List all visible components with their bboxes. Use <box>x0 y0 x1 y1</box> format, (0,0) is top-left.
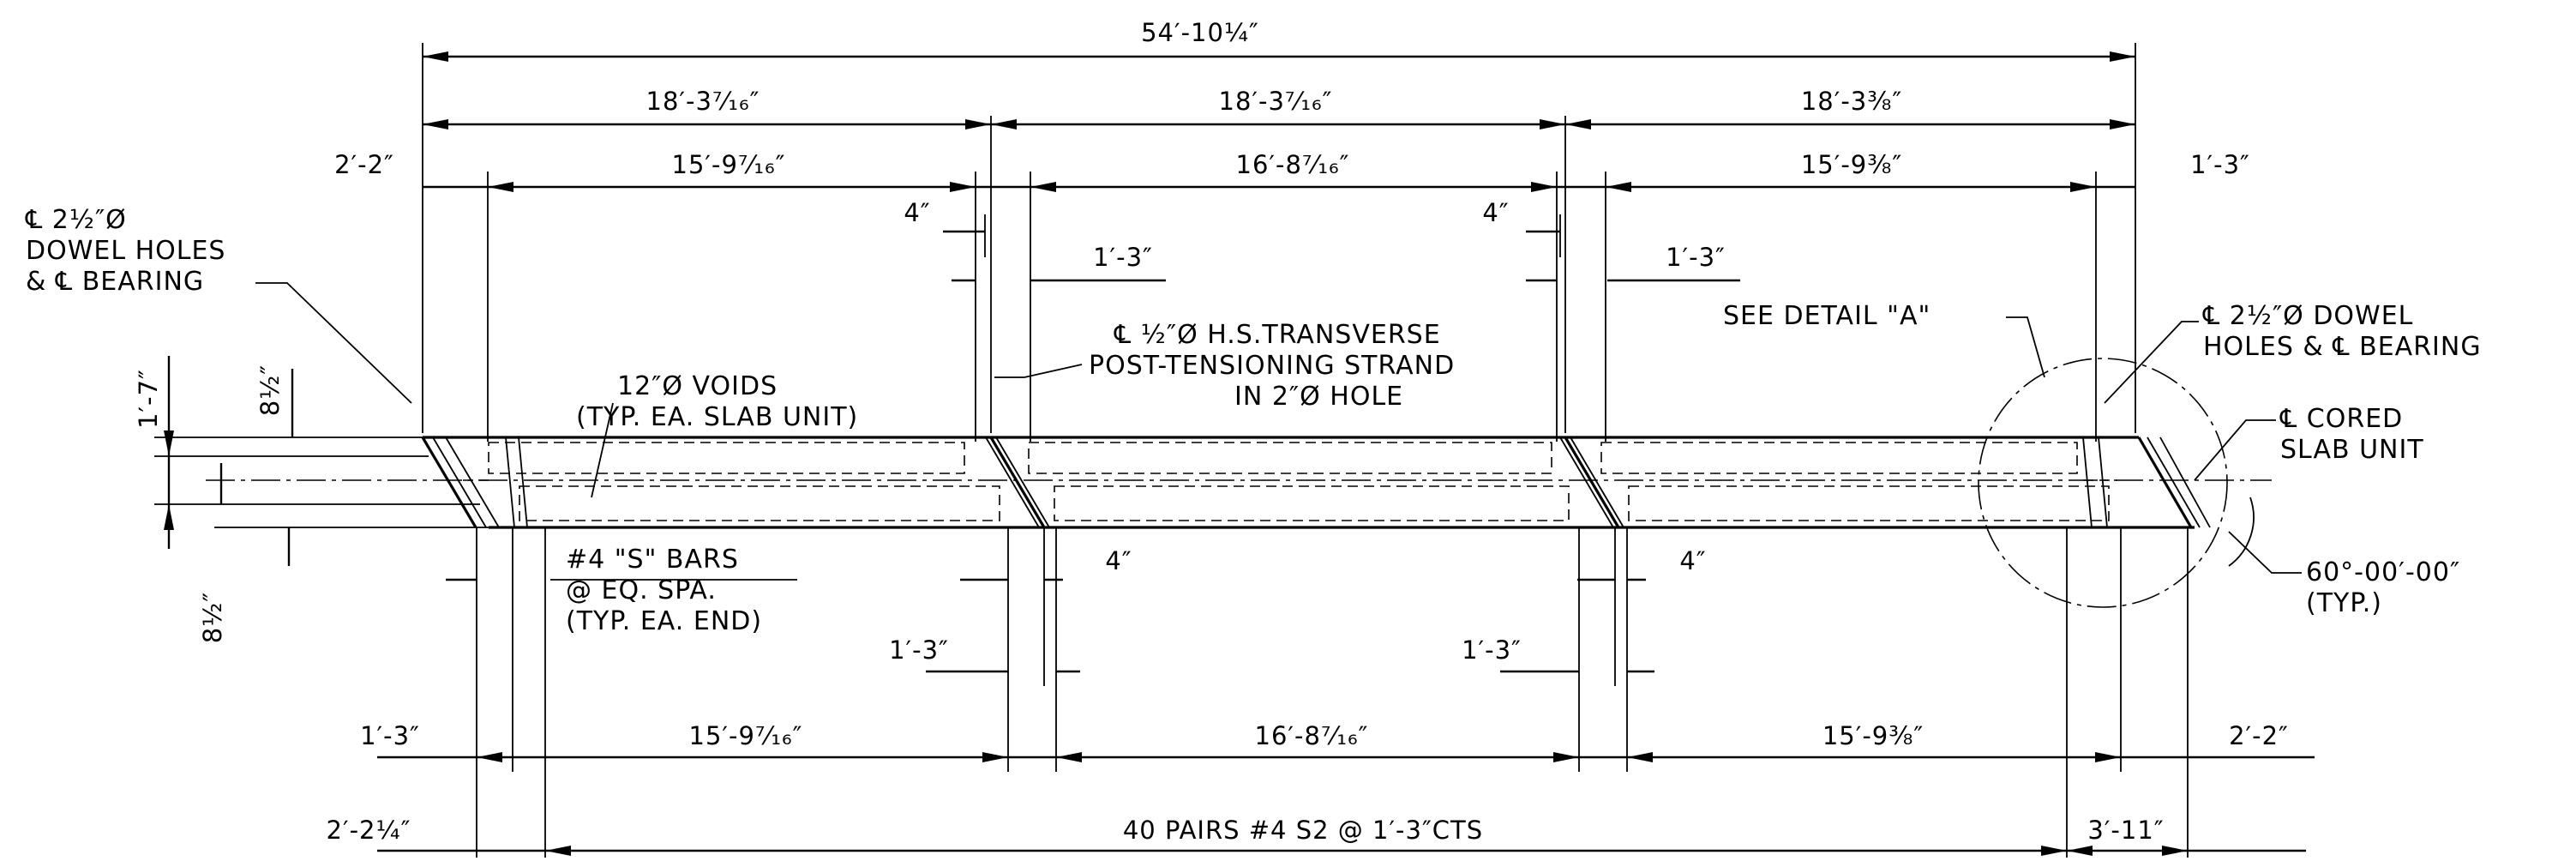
cored-leader <box>2194 419 2276 481</box>
span-3-label: 18′-3⅜″ <box>1801 87 1902 116</box>
s-bars-line-3: (TYP. EA. END) <box>566 606 762 636</box>
bottom-right-2-2-label: 2′-2″ <box>2229 721 2289 750</box>
detail-a-leader <box>2006 316 2045 378</box>
span-1-label: 18′-3⁷⁄₁₆″ <box>646 87 760 116</box>
note-s-bars: #4 "S" BARS @ EQ. SPA. (TYP. EA. END) <box>566 545 762 636</box>
strand-line-2: POST-TENSIONING STRAND <box>1089 351 1455 381</box>
gap-right-1-3-label: 1′-3″ <box>1666 243 1726 272</box>
note-dowel-right: ℄ 2½″Ø DOWEL HOLES & ℄ BEARING <box>2202 301 2482 362</box>
dowel-left-leader <box>255 282 412 404</box>
note-strand: ℄ ½″Ø H.S.TRANSVERSE POST-TENSIONING STR… <box>1089 320 1455 412</box>
dowel-left-line-2: DOWEL HOLES <box>26 236 225 266</box>
dowel-right-line-2: HOLES & ℄ BEARING <box>2203 332 2482 362</box>
strand-line-1: ℄ ½″Ø H.S.TRANSVERSE <box>1114 320 1441 350</box>
detail-a-circle <box>1978 358 2228 608</box>
span-2-label: 18′-3⁷⁄₁₆″ <box>1219 87 1333 116</box>
pairs-s2-label: 40 PAIRS #4 S2 @ 1′-3″CTS <box>1123 816 1483 845</box>
s-bars-line-2: @ EQ. SPA. <box>566 575 717 605</box>
s-bars-line-1: #4 "S" BARS <box>566 545 739 575</box>
bottom-gap2-1-3-label: 1′-3″ <box>1462 635 1522 665</box>
right-end-1-3-label: 1′-3″ <box>2190 150 2250 179</box>
strand-leader <box>994 364 1083 378</box>
dowel-left-line-1: ℄ 2½″Ø <box>25 205 127 235</box>
dowel-left-line-3: & ℄ BEARING <box>26 267 204 297</box>
note-dowel-left: ℄ 2½″Ø DOWEL HOLES & ℄ BEARING <box>25 205 225 297</box>
bottom-gap1-4-label: 4″ <box>1105 546 1132 575</box>
void-1-top-label: 15′-9⁷⁄₁₆″ <box>672 150 786 179</box>
void-2-top-label: 16′-8⁷⁄₁₆″ <box>1236 150 1350 179</box>
void-3-bottom-label: 15′-9⅜″ <box>1822 721 1924 750</box>
void-3-top-label: 15′-9⅜″ <box>1801 150 1902 179</box>
left-end-2-2-label: 2′-2″ <box>334 150 394 179</box>
dowel-right-line-1: ℄ 2½″Ø DOWEL <box>2202 301 2413 331</box>
dimension-lines <box>167 55 2315 852</box>
angle-line-2: (TYP.) <box>2306 588 2382 618</box>
void-2-bottom-label: 16′-8⁷⁄₁₆″ <box>1255 721 1369 750</box>
bottom-right-3-11-label: 3′-11″ <box>2087 816 2164 845</box>
voids-line-2: (TYP. EA. SLAB UNIT) <box>576 402 858 432</box>
gap-right-4-label: 4″ <box>1482 198 1509 227</box>
extension-lines <box>154 43 2189 858</box>
void-1-bottom-label: 15′-9⁷⁄₁₆″ <box>689 721 803 750</box>
depth-1-7-label: 1′-7″ <box>134 369 163 429</box>
bottom-gap2-4-label: 4″ <box>1679 546 1706 575</box>
gap-left-4-label: 4″ <box>904 198 930 227</box>
bottom-gap1-1-3-label: 1′-3″ <box>889 635 949 665</box>
slab-outline <box>421 436 2211 529</box>
angle-leader <box>2228 531 2302 574</box>
bottom-8-half-label: 8½″ <box>198 592 227 643</box>
cored-line-2: SLAB UNIT <box>2280 435 2424 465</box>
strand-line-3: IN 2″Ø HOLE <box>1234 382 1403 412</box>
cored-line-1: ℄ CORED <box>2279 404 2403 434</box>
angle-arc <box>2228 497 2255 567</box>
note-angle: 60°-00′-00″ (TYP.) <box>2306 557 2460 618</box>
dowel-right-leader <box>2104 321 2199 404</box>
bottom-left-1-3-label: 1′-3″ <box>360 721 420 750</box>
note-cored: ℄ CORED SLAB UNIT <box>2279 404 2424 465</box>
bottom-left-2-2-quarter-label: 2′-2¼″ <box>327 816 411 845</box>
gap-left-1-3-label: 1′-3″ <box>1093 243 1153 272</box>
detail-a-note: SEE DETAIL "A" <box>1723 301 1930 331</box>
angle-line-1: 60°-00′-00″ <box>2306 557 2460 587</box>
note-voids: 12″Ø VOIDS (TYP. EA. SLAB UNIT) <box>576 371 858 432</box>
voids-leader <box>591 402 614 498</box>
voids-line-1: 12″Ø VOIDS <box>617 371 778 401</box>
slab-voids <box>463 442 2117 521</box>
arrowheads <box>164 51 2188 856</box>
top-8-half-label: 8½″ <box>255 364 285 416</box>
overall-length-label: 54′-10¼″ <box>1141 18 1259 47</box>
